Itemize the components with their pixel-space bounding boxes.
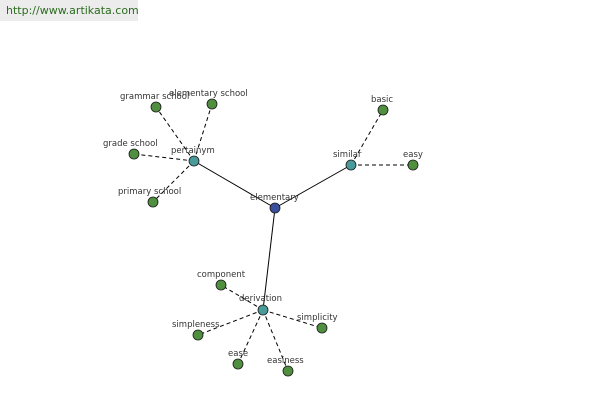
node-elementary-school[interactable] [206, 98, 218, 110]
node-ease[interactable] [232, 358, 244, 370]
node-grammar-school[interactable] [150, 101, 162, 113]
node-label-primary-school[interactable]: primary school [118, 187, 181, 197]
edge-derivation-component [220, 284, 264, 311]
node-label-component[interactable]: component [197, 270, 246, 280]
node-label-simplicity[interactable]: simplicity [297, 313, 338, 323]
edge-elementary-pertainym [193, 160, 276, 209]
edge-derivation-simpleness [197, 309, 264, 336]
node-label-pertainym[interactable]: pertainym [171, 146, 215, 156]
edge-derivation-easiness [262, 309, 289, 372]
edge-pertainym-primary-school [152, 160, 195, 203]
node-derivation[interactable] [257, 304, 269, 316]
node-component[interactable] [215, 279, 227, 291]
node-label-easy[interactable]: easy [403, 150, 423, 160]
edge-pertainym-elementary-school [193, 103, 213, 162]
url-banner: http://www.artikata.com [0, 0, 139, 21]
node-pertainym[interactable] [188, 155, 200, 167]
node-simplicity[interactable] [316, 322, 328, 334]
node-label-easiness[interactable]: easiness [267, 356, 304, 366]
labels-layer: elementary pertainym similar derivation gram… [103, 89, 423, 366]
node-label-grade-school[interactable]: grade school [103, 139, 158, 149]
node-simpleness[interactable] [192, 329, 204, 341]
edge-elementary-derivation [262, 207, 276, 311]
node-label-basic[interactable]: basic [371, 95, 393, 105]
node-easiness[interactable] [282, 365, 294, 377]
edges-layer [133, 103, 413, 372]
node-label-elementary-school[interactable]: elementary school [169, 89, 248, 99]
node-similar[interactable] [345, 159, 357, 171]
node-elementary[interactable] [269, 202, 281, 214]
edge-pertainym-grade-school [133, 153, 195, 162]
node-label-grammar-school[interactable]: grammar school [120, 92, 189, 102]
node-label-derivation[interactable]: derivation [239, 294, 282, 304]
nodes-layer [128, 98, 419, 377]
node-basic[interactable] [377, 104, 389, 116]
node-label-ease[interactable]: ease [228, 349, 248, 359]
edge-elementary-similar [274, 164, 352, 209]
node-label-elementary[interactable]: elementary [250, 193, 299, 203]
node-label-similar[interactable]: similar [333, 150, 362, 160]
node-grade-school[interactable] [128, 148, 140, 160]
node-label-simpleness[interactable]: simpleness [172, 320, 220, 330]
edge-derivation-ease [237, 309, 264, 365]
node-easy[interactable] [407, 159, 419, 171]
edge-derivation-simplicity [262, 309, 323, 329]
node-primary-school[interactable] [147, 196, 159, 208]
edge-similar-basic [350, 109, 384, 166]
site-url-link[interactable]: http://www.artikata.com [6, 4, 139, 17]
